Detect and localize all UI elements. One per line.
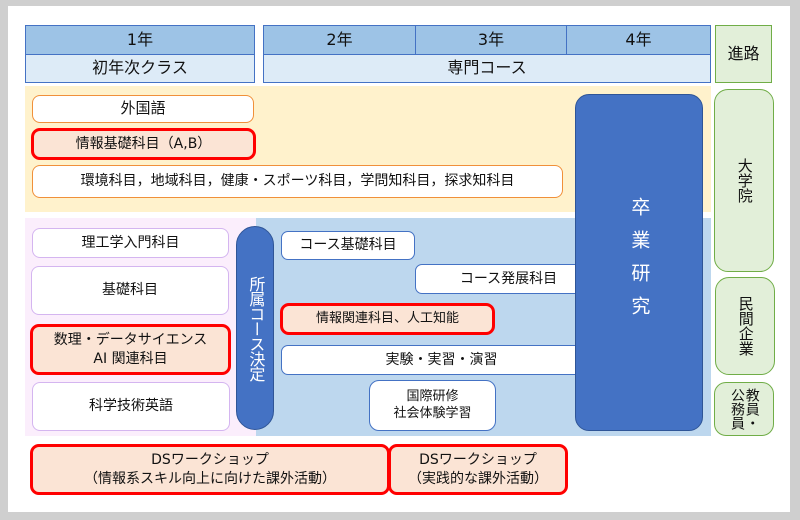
science-english-box: 科学技術英語 — [32, 382, 230, 431]
graduation-research-box: 卒業研究 — [575, 94, 703, 431]
foreign-language-box: 外国語 — [32, 95, 254, 123]
career-header: 進路 — [715, 25, 772, 83]
math-ds-label: 数理・データサイエンス — [53, 332, 208, 349]
career-teacher-civil-servant: 教員・公務員 — [714, 382, 774, 436]
ds-workshop-sub: （実践的な課外活動） — [408, 470, 548, 487]
experiments-box: 実験・実習・演習 — [281, 345, 602, 375]
ds-workshop-title: DSワークショップ — [419, 452, 537, 469]
ai-related-label: AI 関連科目 — [93, 350, 168, 367]
year-1-header: 1年 — [25, 25, 255, 55]
liberal-arts-box: 環境科目，地域科目，健康・スポーツ科目，学問知科目，探求知科目 — [32, 165, 563, 198]
intl-training-label: 国際研修 — [406, 388, 459, 404]
course-decision-pill: 所属コース決定 — [236, 226, 274, 430]
specialized-course-header: 専門コース — [263, 54, 711, 83]
course-basic-box: コース基礎科目 — [281, 231, 415, 260]
year-2-header: 2年 — [263, 25, 416, 55]
basic-subjects-box: 基礎科目 — [31, 266, 229, 315]
first-year-class-header: 初年次クラス — [25, 54, 255, 83]
intro-science-box: 理工学入門科目 — [32, 228, 229, 258]
year-3-header: 3年 — [415, 25, 567, 55]
ds-workshop-title: DSワークショップ — [151, 452, 269, 469]
career-graduate-school: 大学院 — [714, 89, 774, 272]
ds-workshop-skill-box: DSワークショップ （情報系スキル向上に向けた課外活動） — [30, 444, 390, 495]
info-ai-box: 情報関連科目、人工知能 — [280, 303, 495, 335]
year-4-header: 4年 — [566, 25, 711, 55]
career-private-company: 民間企業 — [715, 277, 775, 375]
course-advanced-box: コース発展科目 — [415, 264, 602, 294]
social-experience-label: 社会体験学習 — [393, 405, 472, 421]
intl-training-box: 国際研修 社会体験学習 — [369, 380, 496, 431]
info-basics-box: 情報基礎科目（A,B） — [31, 128, 256, 160]
ds-workshop-practical-box: DSワークショップ （実践的な課外活動） — [388, 444, 568, 495]
ds-workshop-sub: （情報系スキル向上に向けた課外活動） — [84, 470, 336, 487]
math-ds-ai-box: 数理・データサイエンス AI 関連科目 — [30, 324, 231, 375]
